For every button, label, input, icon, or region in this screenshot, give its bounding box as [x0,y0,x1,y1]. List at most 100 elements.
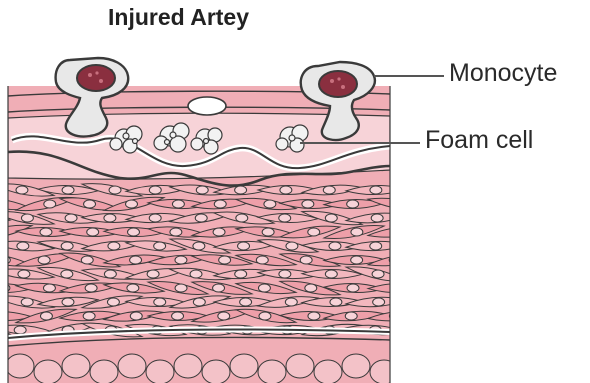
muscle-cell-nucleus [61,270,73,278]
muscle-cell-nucleus [323,186,335,194]
muscle-cell-nucleus [347,284,359,292]
muscle-cell-nucleus [235,270,247,278]
adventitia-cell [258,360,286,383]
muscle-cell-nucleus [279,214,291,222]
muscle-cell-nucleus [85,284,97,292]
muscle-cell-nucleus [40,228,52,236]
muscle-cell-nucleus [149,214,161,222]
muscle-cell-nucleus [190,270,202,278]
muscle-cell-nucleus [262,228,274,236]
muscle-cell-nucleus [62,186,74,194]
muscle-cell-nucleus [393,228,405,236]
muscle-cell-nucleus [81,256,93,264]
muscle-cell-nucleus [172,200,184,208]
muscle-cell-nucleus [325,214,337,222]
adventitia-cell [62,354,90,378]
adventitia-cell [34,360,62,383]
muscle-cell-nucleus [218,312,230,320]
muscle-cell-nucleus [104,214,116,222]
muscle-cell-nucleus [195,214,207,222]
muscle-cell-nucleus [371,214,383,222]
muscle-cell-nucleus [235,186,247,194]
muscle-cell-nucleus [325,270,337,278]
muscle-cell-nucleus [0,228,7,236]
muscle-cell-nucleus [62,298,74,306]
muscle-cell-nucleus [154,298,166,306]
muscle-cell-nucleus [373,298,385,306]
muscle-cell-nucleus [240,298,252,306]
muscle-cell-nucleus [172,312,184,320]
muscle-cell-nucleus [149,186,161,194]
muscle-cell-nucleus [193,298,205,306]
adventitia-cell [230,354,258,378]
adventitia-cell [6,354,34,378]
muscle-cell-nucleus [84,200,96,208]
muscle-cell-nucleus [65,214,77,222]
muscle-cell-nucleus [214,200,226,208]
muscle-cell-nucleus [108,242,120,250]
muscle-cell-nucleus [21,298,33,306]
adventitia-cell [370,360,398,383]
muscle-cell-nucleus [302,200,314,208]
muscle-cell-nucleus [130,312,142,320]
muscle-cell-nucleus [213,284,225,292]
muscle-cell-nucleus [17,242,29,250]
muscle-cell-nucleus [345,312,357,320]
adventitia-cell [118,354,146,378]
muscle-cell-nucleus [154,242,166,250]
muscle-cell-nucleus [389,256,401,264]
muscle-cell-nucleus [14,326,26,334]
muscle-cell-nucleus [351,228,363,236]
muscle-cell-nucleus [395,284,407,292]
muscle-cell-nucleus [104,270,116,278]
adventitia-cell [202,360,230,383]
muscle-cell-nucleus [280,186,292,194]
muscle-cell-nucleus [175,256,187,264]
muscle-cell-nucleus [305,284,317,292]
muscle-cell-nucleus [370,242,382,250]
muscle-cell-nucleus [175,284,187,292]
muscle-cell-nucleus [285,298,297,306]
muscle-cell-nucleus [40,312,52,320]
muscle-cell-nucleus [61,242,73,250]
muscle-cell-nucleus [219,256,231,264]
muscle-cell-nucleus [43,284,55,292]
adventitia-cell [90,360,118,383]
muscle-cell-nucleus [330,298,342,306]
muscle-cell-nucleus [264,200,276,208]
muscle-cell-nucleus [109,186,121,194]
muscle-cell-nucleus [128,228,140,236]
muscle-cell-nucleus [83,312,95,320]
muscle-cell-nucleus [130,256,142,264]
adventitia-cell [146,360,174,383]
muscle-cell-nucleus [107,298,119,306]
muscle-cell-nucleus [238,242,250,250]
muscle-cell-nucleus [259,312,271,320]
muscle-cell-nucleus [347,200,359,208]
adventitia-cell [342,354,370,378]
muscle-cell-nucleus [126,200,138,208]
muscle-cell-nucleus [236,214,248,222]
muscle-cell-nucleus [258,284,270,292]
adventitia-cell [314,360,342,383]
muscle-cell-nucleus [308,228,320,236]
foam-cell-label: Foam cell [425,126,533,155]
muscle-cell-nucleus [44,200,56,208]
muscle-cell-nucleus [394,200,406,208]
muscle-cell-nucleus [147,270,159,278]
lumen-opening [188,97,226,115]
muscle-cell-nucleus [170,228,182,236]
muscle-cell-nucleus [308,312,320,320]
muscle-cell-nucleus [389,312,401,320]
monocyte-label: Monocyte [449,59,557,88]
muscle-cell-nucleus [87,228,99,236]
muscle-cell-nucleus [213,228,225,236]
muscle-cell-nucleus [351,256,363,264]
muscle-cell-nucleus [38,256,50,264]
muscle-cell-nucleus [0,256,10,264]
muscle-cell-nucleus [0,312,5,320]
muscle-cell-nucleus [127,284,139,292]
muscle-cell-nucleus [370,186,382,194]
